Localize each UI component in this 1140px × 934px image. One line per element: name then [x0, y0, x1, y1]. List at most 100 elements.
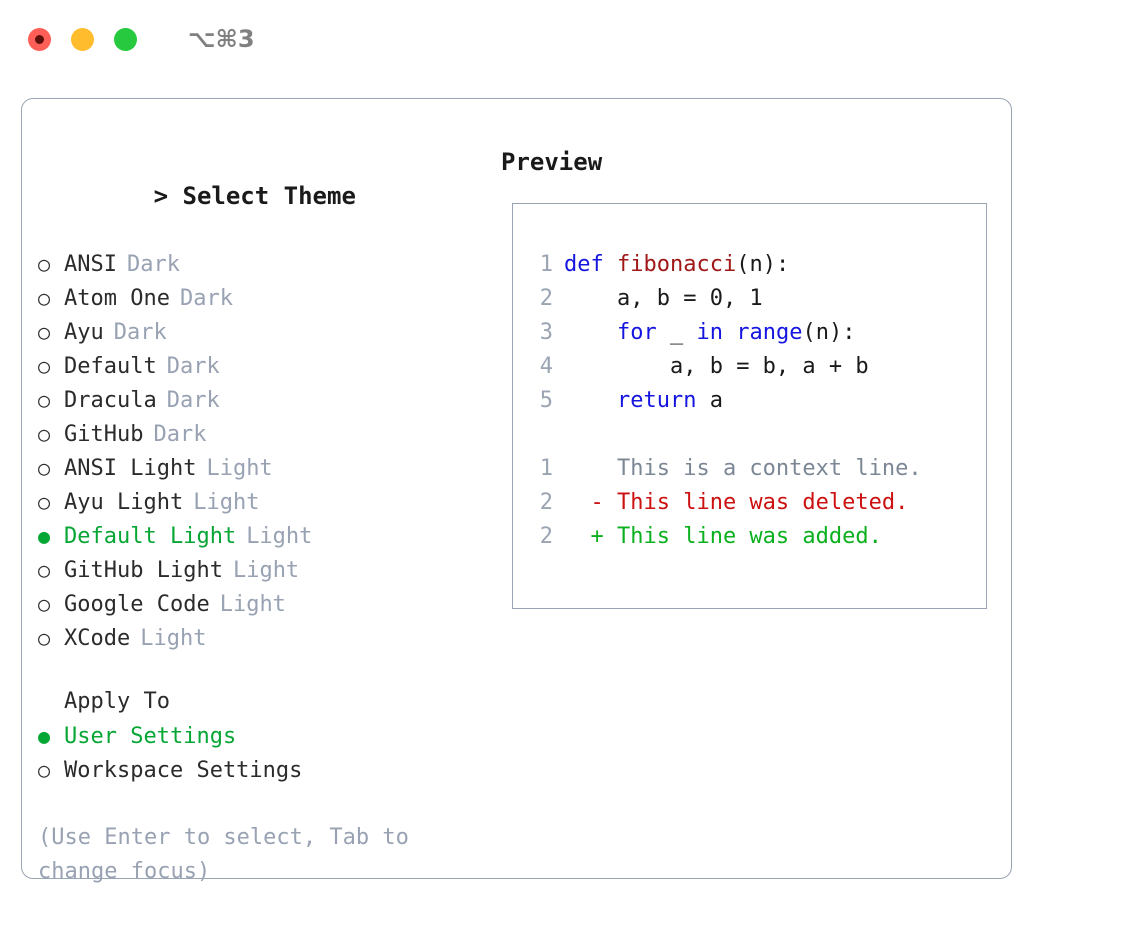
theme-option-name: Atom One — [64, 286, 170, 311]
theme-option[interactable]: ○ ANSI Light Light — [38, 451, 490, 485]
code-line: 1 def fibonacci(n): — [513, 248, 986, 282]
radio-unselected-icon: ○ — [38, 388, 51, 412]
maximize-button[interactable] — [114, 27, 137, 51]
diff-line-number: 2 — [539, 524, 553, 549]
diff-line: 2 + This line was added. — [513, 520, 986, 554]
apply-to-label: Apply To — [64, 689, 170, 714]
code-token-plain — [723, 320, 736, 345]
code-line-text: a, b = b, a + b — [564, 350, 869, 384]
theme-option-name: Default Light — [64, 524, 237, 549]
radio-selected-icon: ● — [38, 524, 51, 548]
code-line-text: a, b = 0, 1 — [564, 282, 763, 316]
theme-option-tag: Dark — [113, 320, 167, 345]
theme-option-tag: Light — [232, 558, 300, 583]
title-bar: ⌥⌘3 — [0, 0, 1140, 78]
radio-unselected-icon: ○ — [38, 320, 51, 344]
theme-option[interactable]: ● Default Light Light — [38, 519, 490, 553]
hint-spacer — [38, 787, 490, 821]
code-line-number: 3 — [539, 320, 553, 345]
radio-unselected-icon: ○ — [38, 252, 51, 276]
theme-option-name: XCode — [64, 626, 131, 651]
theme-option-tag: Dark — [166, 354, 220, 379]
code-line-number: 5 — [539, 388, 553, 413]
code-token-plain — [604, 252, 617, 277]
code-token-plain: a, b = 0, 1 — [616, 286, 763, 311]
theme-option-tag: Dark — [179, 286, 233, 311]
diff-line-text-add: + This line was added. — [564, 524, 882, 549]
radio-unselected-icon: ○ — [38, 626, 51, 650]
apply-to-option-name: Workspace Settings — [64, 758, 303, 783]
apply-to-option[interactable]: ○ Workspace Settings — [38, 753, 490, 787]
diff-sample: 1 This is a context line.2 - This line w… — [513, 452, 986, 554]
code-token-kw: def — [564, 252, 604, 277]
theme-option[interactable]: ○ XCode Light — [38, 621, 490, 655]
select-theme-heading: > Select Theme — [38, 145, 490, 247]
code-token-plain: a — [696, 388, 723, 413]
prompt-caret-icon: > — [153, 182, 169, 210]
theme-option-name: Default — [64, 354, 157, 379]
code-line-text: def fibonacci(n): — [564, 248, 789, 282]
theme-option-name: ANSI — [64, 252, 117, 277]
keyboard-shortcut-label: ⌥⌘3 — [188, 25, 255, 53]
radio-unselected-icon: ○ — [38, 456, 51, 480]
code-line: 3 for _ in range(n): — [513, 316, 986, 350]
code-token-plain: (n): — [736, 252, 790, 277]
apply-to-option[interactable]: ●User Settings — [38, 719, 490, 753]
code-line: 5 return a — [513, 384, 986, 418]
theme-option[interactable]: ○ Dracula Dark — [38, 383, 490, 417]
code-line-text: return a — [564, 384, 723, 418]
traffic-light-buttons — [28, 27, 137, 51]
section-spacer — [38, 655, 490, 685]
code-token-kw: return — [616, 388, 697, 413]
radio-unselected-icon: ○ — [38, 758, 51, 782]
code-line: 2 a, b = 0, 1 — [513, 282, 986, 316]
code-line-number: 1 — [539, 252, 553, 277]
theme-option-name: Ayu Light — [64, 490, 184, 515]
code-line: 4 a, b = b, a + b — [513, 350, 986, 384]
diff-line-text-del: - This line was deleted. — [564, 490, 909, 515]
theme-option-tag: Light — [140, 626, 207, 651]
theme-option-tag: Dark — [166, 388, 220, 413]
radio-selected-icon: ● — [38, 724, 51, 748]
code-line-text: for _ in range(n): — [564, 316, 855, 350]
theme-option-name: GitHub — [64, 422, 144, 447]
theme-option[interactable]: ○ ANSI Dark — [38, 247, 490, 281]
radio-unselected-icon: ○ — [38, 286, 51, 310]
theme-option-tag: Light — [246, 524, 313, 549]
theme-option-name: GitHub Light — [64, 558, 223, 583]
theme-option-tag: Dark — [153, 422, 207, 447]
code-diff-gap — [513, 418, 986, 452]
code-token-plain: _ — [656, 320, 697, 345]
code-line-number: 4 — [539, 354, 553, 379]
theme-option-name: Dracula — [64, 388, 157, 413]
diff-line-number: 1 — [539, 456, 553, 481]
diff-line: 1 This is a context line. — [513, 452, 986, 486]
select-theme-title: Select Theme — [182, 182, 356, 210]
diff-line: 2 - This line was deleted. — [513, 486, 986, 520]
close-button[interactable] — [28, 27, 51, 51]
code-token-kw: in — [696, 320, 723, 345]
radio-unselected-icon: ○ — [38, 490, 51, 514]
theme-option-name: Google Code — [64, 592, 210, 617]
theme-option-name: ANSI Light — [64, 456, 197, 481]
theme-option[interactable]: ○ Atom One Dark — [38, 281, 490, 315]
diff-line-number: 2 — [539, 490, 553, 515]
apply-to-option-list[interactable]: ●User Settings ○ Workspace Settings — [38, 719, 490, 787]
radio-unselected-icon: ○ — [38, 592, 51, 616]
diff-line-text-ctx: This is a context line. — [564, 456, 922, 481]
minimize-button[interactable] — [71, 27, 94, 51]
theme-option-tag: Light — [206, 456, 273, 481]
theme-option-tag: Dark — [126, 252, 180, 277]
